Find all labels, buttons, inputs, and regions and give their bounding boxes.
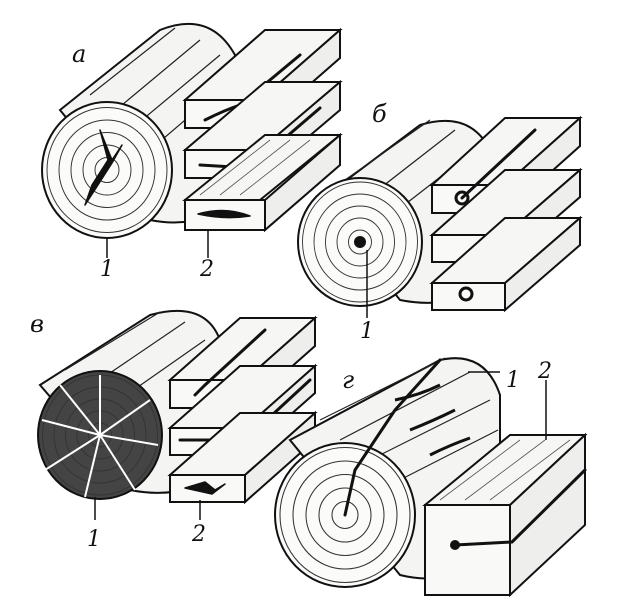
panel-c-log-label: 1 — [87, 527, 101, 552]
panel-d-board-label: 2 — [537, 359, 552, 384]
panel-c-letter: в — [30, 310, 44, 338]
panel-b-log-label: 1 — [360, 319, 374, 344]
panel-d-letter: г — [342, 366, 354, 394]
panel-c-board-label: 2 — [191, 522, 206, 547]
panel-a-board-label: 2 — [199, 257, 214, 282]
panel-d-log-label: 1 — [506, 368, 520, 393]
panel-d: г 1 2 — [275, 358, 585, 595]
panel-a-letter: а — [72, 40, 86, 68]
panel-b-letter: б — [372, 100, 387, 128]
panel-c: в 1 2 — [30, 310, 315, 552]
panel-a-log-label: 1 — [100, 257, 114, 282]
panel-a: а 1 2 — [42, 24, 340, 282]
